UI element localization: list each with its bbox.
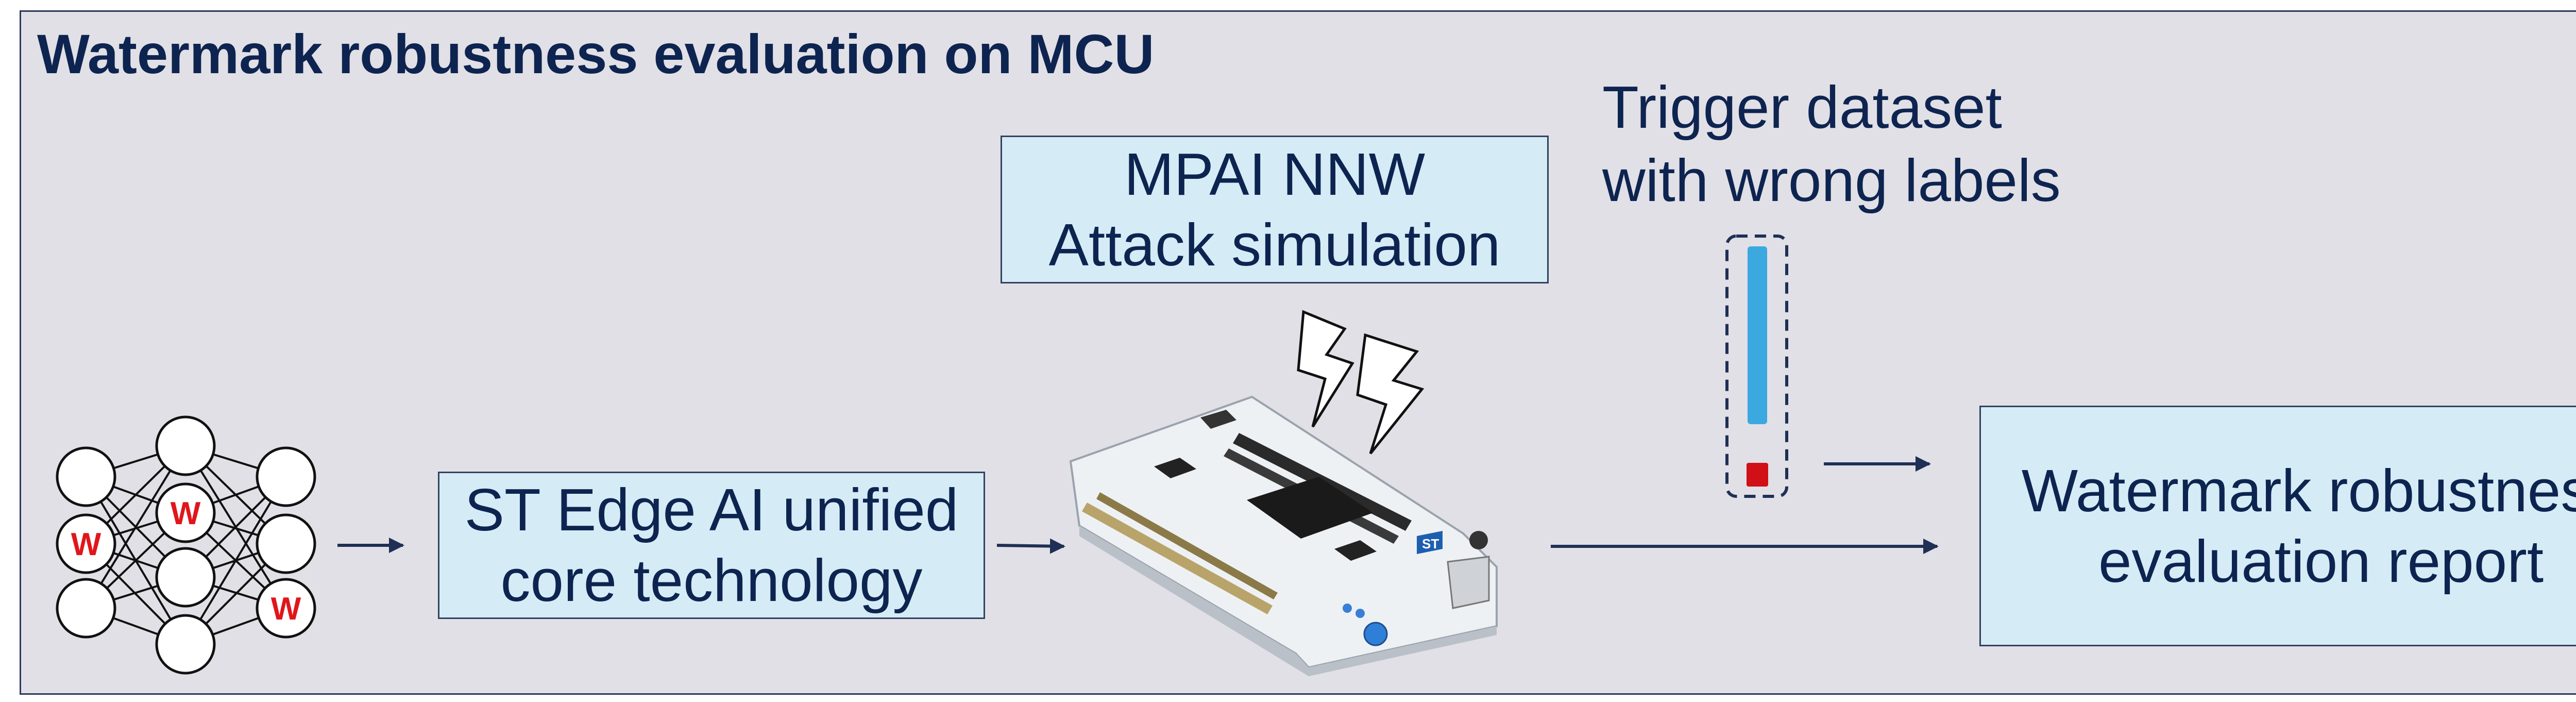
trigger-dataset-icon [1725, 235, 1788, 498]
trigger-dataset-label: Trigger dataset with wrong labels [1602, 71, 2061, 217]
report-box-line2: evaluation report [2098, 527, 2544, 595]
core-box-line1: ST Edge AI unified [464, 476, 959, 544]
network-edge [184, 476, 287, 645]
network-nodes: W W W [56, 415, 316, 675]
trigger-bar-correct [1748, 246, 1767, 424]
lightning-bolt-icon [1297, 310, 1425, 455]
core-technology-box: ST Edge AI unified core technology [438, 472, 985, 619]
trigger-label-line2: with wrong labels [1602, 146, 2061, 214]
network-node [56, 446, 116, 507]
mcu-board-icon: ST [1069, 395, 1498, 676]
core-box-line2: core technology [500, 547, 923, 614]
network-node [256, 446, 316, 507]
network-node [155, 614, 216, 675]
network-node [155, 547, 216, 608]
watermark-marker: W [271, 591, 301, 627]
network-node [256, 513, 316, 574]
attack-simulation-box: MPAI NNW Attack simulation [1001, 136, 1549, 283]
network-node [256, 578, 316, 639]
evaluation-report-box: Watermark robustness evaluation report [1979, 406, 2576, 646]
network-edge [85, 445, 187, 609]
network-node [155, 482, 216, 543]
trigger-label-line1: Trigger dataset [1602, 74, 2002, 141]
neural-network-icon: W W W [56, 415, 316, 675]
network-node [56, 578, 116, 639]
diagram-title: Watermark robustness evaluation on MCU [37, 23, 1155, 85]
watermark-marker: W [171, 496, 201, 531]
network-node [56, 513, 116, 574]
attack-box-line2: Attack simulation [1048, 211, 1501, 278]
board-logo-text: ST [1422, 536, 1439, 551]
attack-box-line1: MPAI NNW [1124, 140, 1426, 208]
report-box-line1: Watermark robustness [2021, 457, 2576, 524]
arrow-core-to-board [996, 538, 1065, 554]
trigger-bar-wrong-label [1747, 463, 1768, 487]
network-node [155, 415, 216, 476]
watermark-marker: W [71, 527, 101, 562]
